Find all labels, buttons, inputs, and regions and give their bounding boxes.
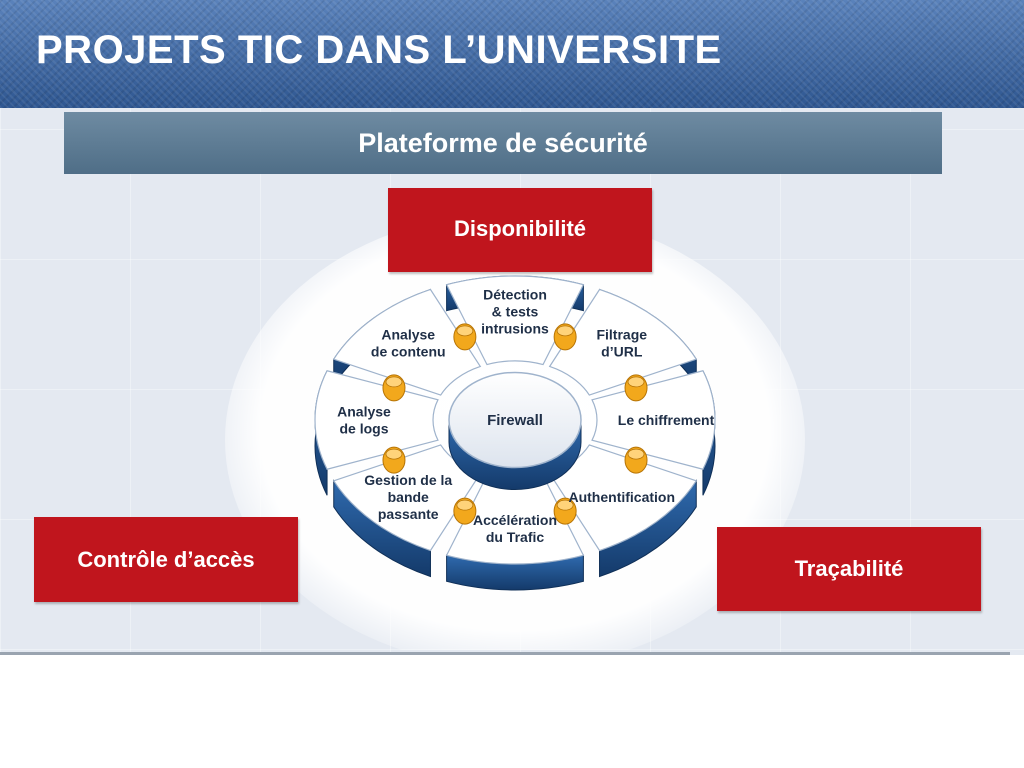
segment-label: Authentification — [568, 489, 675, 505]
bolt-head-icon — [456, 499, 474, 511]
bolt-head-icon — [385, 376, 403, 388]
hub-top — [448, 371, 582, 469]
segment-label-line: Analyse — [337, 404, 391, 420]
segment-label-line: Accélération — [473, 512, 557, 528]
subtitle-text: Plateforme de sécurité — [358, 127, 648, 158]
segment-top — [548, 288, 698, 396]
segment-label-line: Gestion de la — [364, 472, 452, 488]
bolt-head-icon — [556, 499, 574, 511]
segment-top — [332, 288, 482, 396]
header-banner: PROJETS TIC DANS L’UNIVERSITE — [0, 0, 1024, 108]
bolt-head-icon — [456, 325, 474, 337]
segment-label-line: d’URL — [601, 344, 643, 360]
segment-top — [314, 370, 439, 470]
traceability-box: Traçabilité — [717, 527, 981, 611]
page-title: PROJETS TIC DANS L’UNIVERSITE — [36, 28, 722, 72]
segment-label-line: intrusions — [481, 320, 549, 336]
segment-top — [445, 275, 585, 366]
availability-label: Disponibilité — [454, 216, 586, 241]
hub-label: Firewall — [487, 412, 543, 429]
segment-label-line: de logs — [339, 421, 388, 437]
segment-top — [591, 370, 716, 470]
segment-label-line: bande — [388, 489, 429, 505]
segment-label-line: de contenu — [371, 344, 446, 360]
segment-label-line: passante — [378, 506, 439, 522]
access-control-box: Contrôle d’accès — [34, 517, 298, 602]
segment-label-line: & tests — [492, 303, 539, 319]
bolt-head-icon — [385, 448, 403, 460]
segment-label-line: Détection — [483, 286, 547, 302]
bottom-divider — [0, 652, 1010, 655]
segment-label-line: Authentification — [568, 489, 675, 505]
availability-box: Disponibilité — [388, 188, 652, 272]
segment-label-line: du Trafic — [486, 529, 545, 545]
segment-label-line: Analyse — [381, 327, 435, 343]
access-control-label: Contrôle d’accès — [77, 546, 255, 572]
bolt-head-icon — [556, 325, 574, 337]
segment-label-line: Filtrage — [596, 327, 647, 343]
traceability-label: Traçabilité — [794, 556, 904, 581]
bolt-head-icon — [627, 448, 645, 460]
segment-label: Le chiffrement — [618, 412, 715, 428]
bolt-head-icon — [627, 376, 645, 388]
segment-label-line: Le chiffrement — [618, 412, 715, 428]
subtitle-bar: Plateforme de sécurité — [64, 112, 942, 174]
